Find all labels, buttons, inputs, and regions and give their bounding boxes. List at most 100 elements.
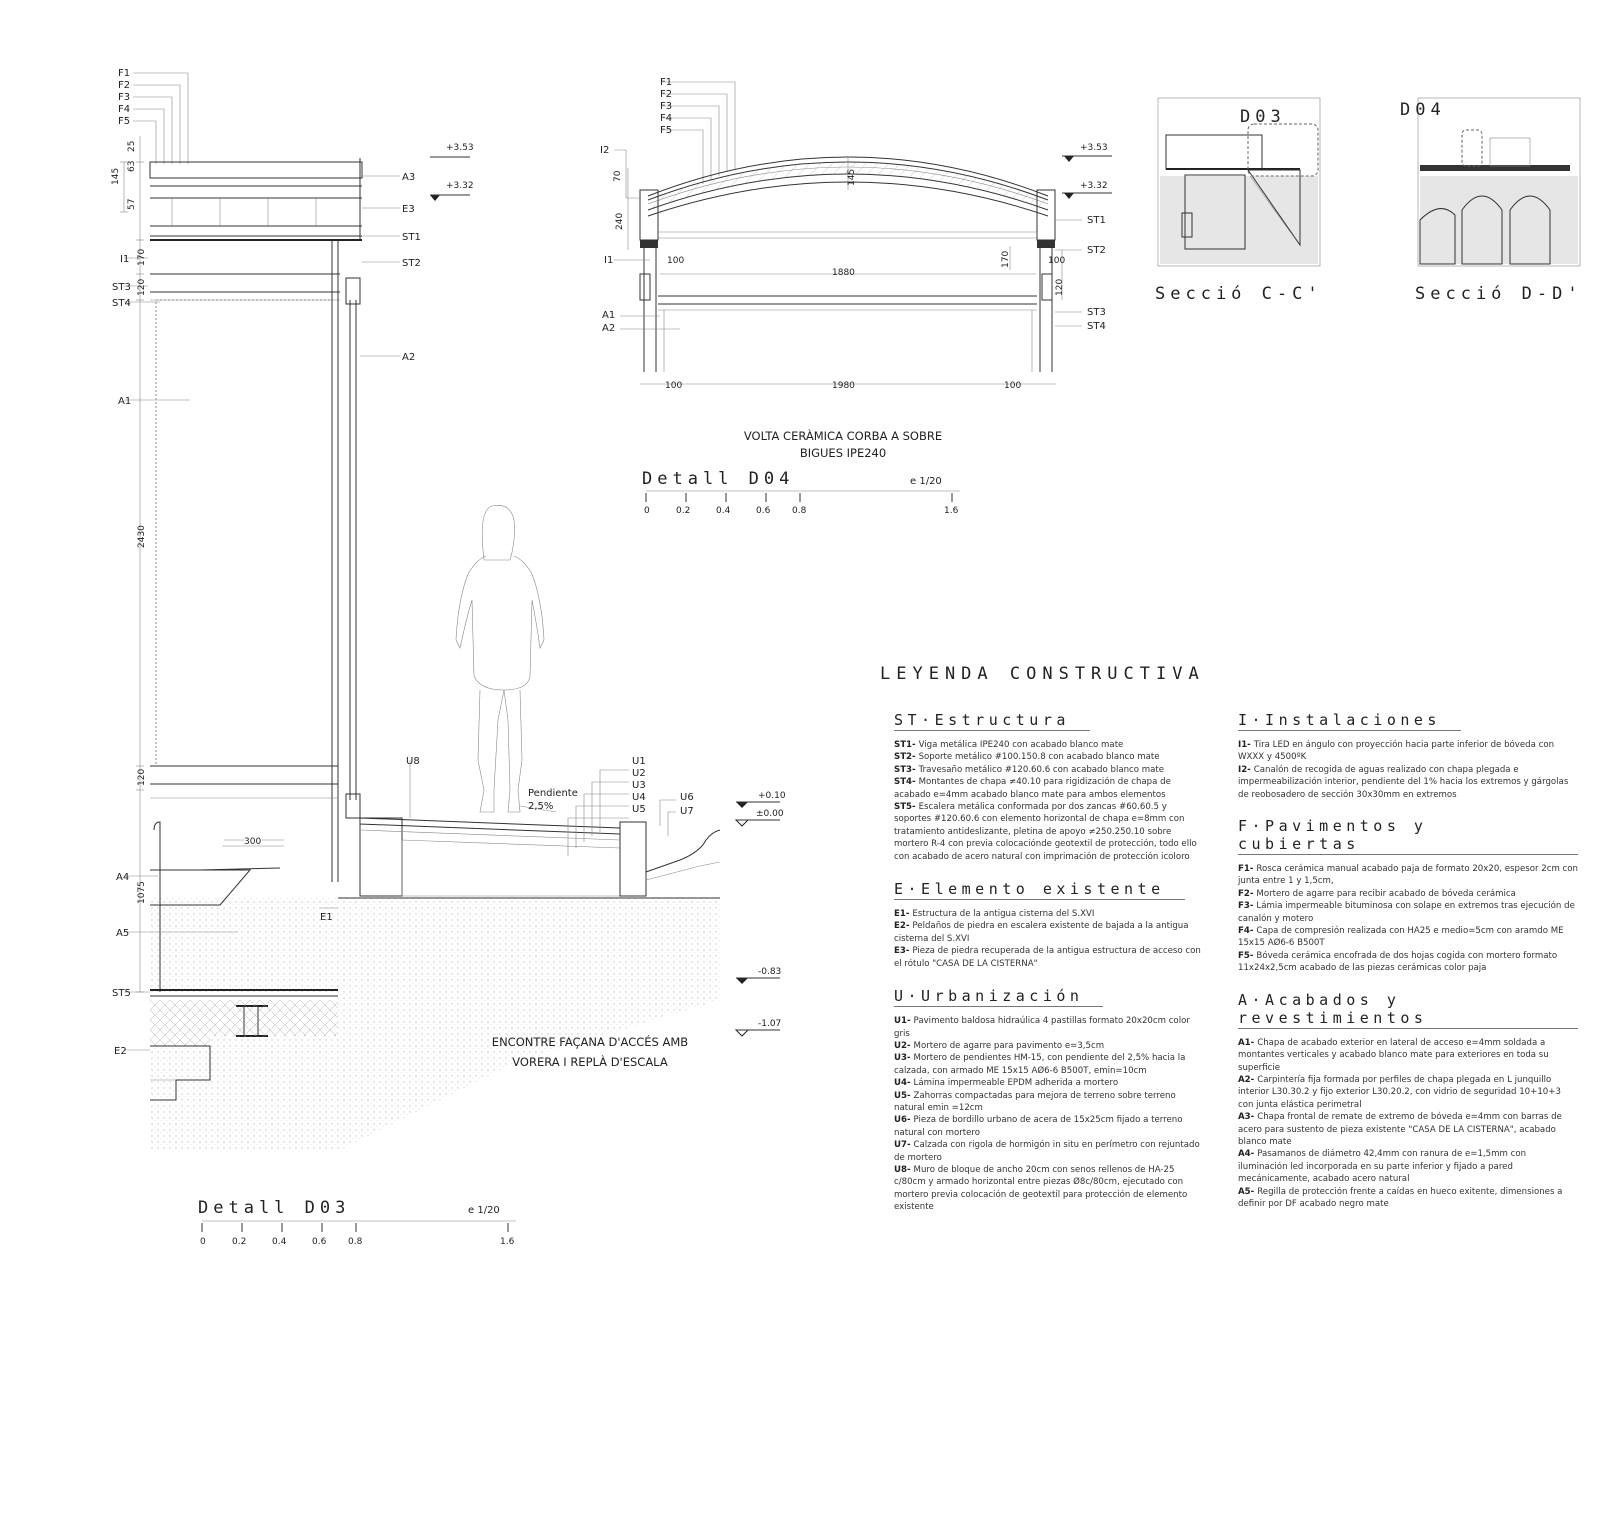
legend-item-text: Travesaño metálico #120.60.6 con acabado…: [918, 764, 1165, 775]
legend-item-text: Peldaños de piedra en escalera existente…: [894, 921, 1189, 944]
d04-label-f1: F1: [660, 77, 672, 88]
section-d-title: Secció D-D': [1415, 284, 1583, 304]
legend-item-text: Estructura de la antigua cisterna del S.…: [912, 909, 1095, 920]
legend-item-code: ST1-: [894, 740, 919, 750]
legend-item-code: ST4-: [894, 777, 919, 788]
legend-item: U4- Lámina impermeable EPDM adherida a m…: [894, 1077, 1204, 1089]
legend-item-code: F1-: [1238, 864, 1257, 875]
legend-item: A5- Regilla de protección frente a caída…: [1238, 1186, 1578, 1211]
legend-item-text: Regilla de protección frente a caídas en…: [1238, 1186, 1563, 1209]
legend-item: U6- Pieza de bordillo urbano de acera de…: [894, 1114, 1204, 1139]
legend-item-text: Bóveda cerámica encofrada de dos hojas c…: [1238, 950, 1558, 974]
d03-label-f4: F4: [118, 104, 130, 115]
d03-scale-06: 0.6: [312, 1237, 327, 1247]
d04-scale-04: 0.4: [716, 506, 731, 516]
d04-title: Detall D04: [642, 469, 794, 489]
legend-item-text: Lámia impermeable bituminosa con solape …: [1238, 901, 1575, 924]
legend-item-text: Montantes de chapa ≠40.10 para rigidizac…: [894, 777, 1171, 800]
section-c-tag: D03: [1240, 107, 1286, 127]
legend-title: LEYENDA CONSTRUCTIVA: [880, 664, 1205, 684]
legend-section-title: A·Acabados y revestimientos: [1238, 991, 1578, 1029]
d03-title: Detall D03: [198, 1198, 350, 1218]
d03-dim-170: 170: [137, 249, 147, 266]
d04-columns: [639, 248, 1053, 372]
d04-caption-line2: BIGUES IPE240: [800, 446, 886, 460]
d03-dim-145: 145: [111, 168, 121, 185]
legend-item-text: Pieza de piedra recuperada de la antigua…: [894, 946, 1201, 969]
legend-item: I1- Tira LED en ángulo con proyección ha…: [1238, 739, 1578, 764]
legend-item-code: U6-: [894, 1115, 914, 1126]
d03-slope-arrow: [519, 805, 557, 813]
d03-caption-line2: VORERA I REPLÀ D'ESCALA: [512, 1054, 668, 1069]
legend-item: U7- Calzada con rigola de hormigón in si…: [894, 1139, 1204, 1164]
d03-label-f5: F5: [118, 116, 130, 127]
d04-dim-240: 240: [615, 213, 625, 230]
legend-item: U8- Muro de bloque de ancho 20cm con sen…: [894, 1164, 1204, 1214]
d03-label-e3: E3: [402, 204, 415, 215]
legend-item: F4- Capa de compresión realizada con HA2…: [1238, 925, 1578, 950]
legend-item-text: Lámina impermeable EPDM adherida a morte…: [913, 1078, 1119, 1089]
legend-item-code: A4-: [1238, 1149, 1258, 1160]
d03-dim-2430: 2430: [137, 525, 147, 548]
d03-label-u8: U8: [406, 756, 420, 767]
legend-item-code: F4-: [1238, 926, 1257, 937]
human-scale-figure: [455, 505, 545, 813]
legend-item-text: Pavimento baldosa hidraúlica 4 pastillas…: [894, 1016, 1190, 1039]
section-c-thumbnail: D03: [1157, 97, 1321, 267]
d04-scale-16: 1.6: [944, 506, 959, 516]
d03-dimension-chain: [120, 136, 144, 993]
d03-right-leaders: [124, 175, 676, 1051]
legend-item: ST4- Montantes de chapa ≠40.10 para rigi…: [894, 776, 1204, 801]
legend-item-text: Canalón de recogida de aguas realizado c…: [1238, 764, 1569, 800]
d04-dim-70: 70: [613, 170, 623, 182]
legend-item-code: ST2-: [894, 752, 919, 763]
legend-item: E2- Peldaños de piedra en escalera exist…: [894, 920, 1204, 945]
d04-leader-lines: [663, 81, 736, 184]
d04-level-markers: [1062, 155, 1112, 199]
d03-label-a4: A4: [116, 872, 129, 883]
d04-dim-1880: 1880: [832, 268, 855, 278]
d04-dim-100-bottom-right: 100: [1004, 381, 1021, 391]
legend-item: A2- Carpintería fija formada por perfile…: [1238, 1074, 1578, 1111]
legend-item-code: I1-: [1238, 740, 1254, 750]
legend-item-code: A3-: [1238, 1112, 1258, 1123]
d04-scale: e 1/20: [910, 476, 942, 487]
d04-scale-02: 0.2: [676, 506, 690, 516]
section-c-title: Secció C-C': [1155, 284, 1323, 304]
legend-item-text: Zahorras compactadas para mejora de terr…: [894, 1090, 1176, 1113]
legend-item: ST5- Escalera metálica conformada por do…: [894, 801, 1204, 863]
d04-dim-100-left: 100: [667, 256, 684, 266]
d03-label-i1: I1: [120, 254, 129, 265]
legend-item-code: I2-: [1238, 764, 1254, 775]
d04-label-f3: F3: [660, 101, 672, 112]
legend-item-code: U1-: [894, 1016, 914, 1027]
d03-level-p010: +0.10: [758, 791, 786, 801]
legend-item: U3- Mortero de pendientes HM-15, con pen…: [894, 1052, 1204, 1077]
d04-label-a2: A2: [602, 323, 615, 334]
legend-item: A3- Chapa frontal de remate de extremo d…: [1238, 1111, 1578, 1148]
d03-label-a1: A1: [118, 396, 131, 407]
d04-dim-120: 120: [1055, 279, 1065, 296]
d04-label-f4: F4: [660, 113, 672, 124]
d03-label-st5: ST5: [112, 988, 131, 999]
d03-leader-lines: [133, 72, 189, 164]
d03-dim-63: 63: [127, 161, 137, 172]
legend-section-title: E·Elemento existente: [894, 880, 1185, 901]
d03-label-a3: A3: [402, 172, 415, 183]
legend-item-code: A1-: [1238, 1037, 1258, 1048]
legend-section-title: U·Urbanización: [894, 987, 1104, 1008]
legend-item-code: E3-: [894, 946, 913, 957]
d03-label-a5: A5: [116, 928, 129, 939]
legend-item-text: Mortero de agarre para recibir acabado d…: [1256, 888, 1516, 899]
d04-dim-100-bottom-left: 100: [665, 381, 682, 391]
d04-scale-06: 0.6: [756, 506, 771, 516]
d04-level-top: +3.53: [1080, 143, 1108, 153]
legend-item-code: U5-: [894, 1090, 914, 1101]
d03-scale-0: 0: [200, 1237, 206, 1247]
d03-label-st2: ST2: [402, 258, 421, 269]
